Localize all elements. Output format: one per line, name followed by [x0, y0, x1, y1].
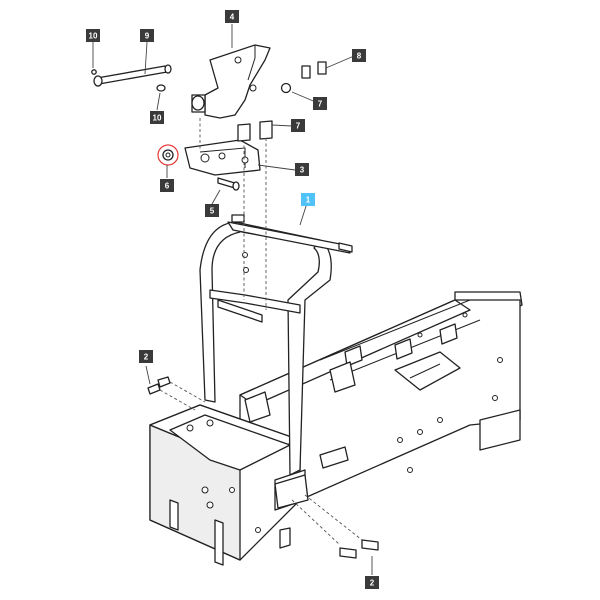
hoop-frame-part-1 [199, 214, 353, 509]
pin-part-9 [93, 64, 172, 87]
svg-text:5: 5 [210, 207, 215, 216]
callout-10-lower: 10 [150, 111, 164, 124]
callout-7-lower: 7 [291, 119, 305, 132]
svg-text:3: 3 [300, 166, 305, 175]
callout-2-left: 2 [139, 350, 153, 363]
svg-text:7: 7 [296, 122, 301, 131]
callout-4: 4 [225, 10, 239, 23]
svg-text:10: 10 [89, 32, 98, 41]
callout-10-top: 10 [86, 29, 100, 42]
callout-1: 1 [301, 193, 315, 206]
callout-5: 5 [205, 204, 219, 217]
svg-text:1: 1 [306, 196, 311, 205]
callout-3: 3 [295, 163, 309, 176]
callout-6: 6 [160, 179, 174, 192]
svg-text:8: 8 [357, 52, 362, 61]
bracket-part-4 [191, 44, 271, 119]
callout-2-bottom: 2 [365, 576, 379, 589]
callout-9: 9 [140, 29, 154, 42]
alignment-lines [159, 118, 363, 546]
svg-text:2: 2 [144, 353, 149, 362]
svg-text:4: 4 [230, 13, 235, 22]
svg-text:7: 7 [318, 100, 323, 109]
part-6-highlight-circle [157, 144, 179, 166]
svg-text:10: 10 [153, 114, 162, 123]
svg-text:2: 2 [370, 579, 375, 588]
callout-7-upper: 7 [313, 97, 327, 110]
svg-text:9: 9 [145, 32, 150, 41]
leader-lines [92, 24, 373, 575]
svg-text:6: 6 [165, 182, 170, 191]
callout-8: 8 [352, 49, 366, 62]
bracket-part-3 [184, 120, 273, 176]
